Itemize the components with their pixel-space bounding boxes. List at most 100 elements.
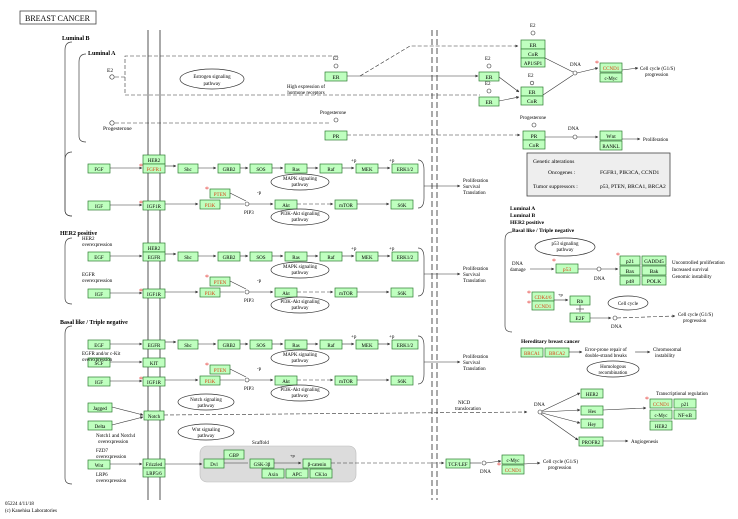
gene-er[interactable]: ER — [478, 96, 500, 107]
notch-pathway-node[interactable] — [177, 393, 235, 411]
gene-p48[interactable]: p48 — [619, 275, 641, 286]
estrogen-pathway-node[interactable] — [179, 68, 245, 90]
gene-er-cor-complex[interactable]: ER CoR — [520, 86, 544, 106]
homologous-pathway-node[interactable] — [586, 360, 640, 378]
gene-gbp[interactable]: GBP — [223, 449, 245, 460]
gene-mapk-2[interactable]: SOS — [249, 251, 273, 262]
gene-igf1r[interactable]: IGF1R — [142, 288, 166, 299]
gene-bak[interactable]: Bak — [641, 265, 667, 276]
gene-s6k[interactable]: S6K — [390, 199, 414, 210]
gene-mapk-6[interactable]: ERK1/2 — [391, 163, 419, 174]
gene-e2f[interactable]: E2F — [569, 312, 591, 323]
pi3k-pathway-node[interactable] — [270, 208, 330, 226]
gene-mapk-6[interactable]: ERK1/2 — [391, 251, 419, 262]
gene-mapk-3[interactable]: Ras — [284, 251, 308, 262]
gene-cmyc[interactable]: c-Myc — [599, 72, 623, 83]
gene-ccnd1[interactable]: CCND1 — [599, 62, 623, 73]
gene-mapk-5[interactable]: MEK — [355, 163, 379, 174]
wnt-pathway-node[interactable] — [177, 423, 235, 441]
gene-bcatenin[interactable]: β-catenin — [302, 458, 332, 469]
gene-p21[interactable]: p21 — [673, 398, 697, 409]
gene-gsk3b[interactable]: GSK-3β — [249, 458, 275, 469]
gene-her2[interactable]: HER2 — [580, 388, 604, 399]
gene-rankl[interactable]: RANKL — [599, 140, 623, 151]
gene-akt[interactable]: Akt — [274, 199, 298, 210]
gene-bax[interactable]: Bax — [619, 265, 641, 276]
pi3k-pathway-node[interactable] — [270, 296, 330, 314]
gene-hey[interactable]: Hey — [580, 418, 604, 429]
gene-receptor[interactable]: EGFR — [142, 251, 166, 262]
gene-pi3k[interactable]: PI3K — [199, 287, 221, 298]
gene-cmyc[interactable]: c-Myc — [501, 454, 525, 465]
gene-mapk-2[interactable]: SOS — [249, 339, 273, 350]
gene-pi3k[interactable]: PI3K — [199, 199, 221, 210]
gene-akt[interactable]: Akt — [274, 287, 298, 298]
gene-ccnd1[interactable]: CCND1 — [501, 464, 525, 475]
gene-rb[interactable]: Rb — [569, 295, 591, 306]
gene-nfkb[interactable]: NF-κB — [673, 409, 697, 420]
mapk-pathway-node[interactable] — [270, 173, 330, 191]
gene-p53[interactable]: p53 — [555, 263, 579, 274]
gene-s6k[interactable]: S6K — [390, 375, 414, 386]
gene-notch[interactable]: Notch — [143, 410, 165, 421]
gene-dvl[interactable]: Dvl — [203, 458, 225, 469]
gene-pten[interactable]: PTEN — [209, 276, 231, 287]
gene-tcf-lef[interactable]: TCF/LEF — [445, 458, 471, 469]
gene-er-complex[interactable]: ER CoR AP1/SP1 — [520, 39, 546, 68]
gene-pten[interactable]: PTEN — [209, 364, 231, 375]
gene-ccnd1[interactable]: CCND1 — [531, 300, 555, 311]
gene-mapk-5[interactable]: MEK — [355, 251, 379, 262]
gene-ligand[interactable]: IGF — [87, 288, 111, 299]
gene-mapk-6[interactable]: ERK1/2 — [391, 339, 419, 350]
gene-ligand[interactable]: EGF — [87, 251, 111, 262]
gene-p21[interactable]: p21 — [619, 255, 641, 266]
gene-mapk-3[interactable]: Ras — [284, 339, 308, 350]
gene-her2[interactable]: HER2 — [142, 154, 166, 165]
gene-wnt[interactable]: Wnt — [599, 130, 623, 141]
gene-mapk-3[interactable]: Ras — [284, 163, 308, 174]
gene-cdk46[interactable]: CDK4/6 — [531, 291, 555, 302]
gene-mapk-4[interactable]: Raf — [319, 339, 343, 350]
gene-delta[interactable]: Delta — [87, 420, 113, 431]
pi3k-pathway-node[interactable] — [270, 384, 330, 402]
gene-pr[interactable]: PR — [324, 130, 348, 141]
gene-her2[interactable]: HER2 — [649, 420, 673, 431]
gene-pr-cor-complex[interactable]: PR CoR — [522, 130, 546, 150]
gene-mtor[interactable]: mTOR — [334, 199, 358, 210]
gene-akt[interactable]: Akt — [274, 375, 298, 386]
gene-mapk-4[interactable]: Raf — [319, 251, 343, 262]
gene-mapk-1[interactable]: GRB2 — [217, 339, 241, 350]
cell-cycle-pathway-node[interactable] — [607, 295, 649, 311]
gene-mapk-0[interactable]: Shc — [177, 339, 199, 350]
gene-er[interactable]: ER — [324, 71, 348, 82]
gene-mapk-5[interactable]: MEK — [355, 339, 379, 350]
p53-pathway-node[interactable] — [534, 237, 596, 257]
mapk-pathway-node[interactable] — [270, 261, 330, 279]
gene-s6k[interactable]: S6K — [390, 287, 414, 298]
gene-er[interactable]: ER — [478, 71, 500, 82]
gene-cmyc[interactable]: c-Myc — [649, 409, 673, 420]
mapk-pathway-node[interactable] — [270, 349, 330, 367]
gene-brca1[interactable]: BRCA1 — [520, 347, 544, 358]
gene-jagged[interactable]: Jagged — [87, 402, 113, 413]
gene-mtor[interactable]: mTOR — [334, 375, 358, 386]
gene-mapk-4[interactable]: Raf — [319, 163, 343, 174]
gene-ligand[interactable]: IGF — [87, 200, 111, 211]
gene-kit[interactable]: KIT — [142, 357, 166, 368]
gene-ligand[interactable]: FGF — [87, 163, 111, 174]
gene-mtor[interactable]: mTOR — [334, 287, 358, 298]
gene-frizzled-lrp-complex[interactable]: Frizzled LRP5/6 — [142, 458, 166, 478]
gene-ligand[interactable]: SCF — [87, 357, 111, 368]
gene-pten[interactable]: PTEN — [209, 188, 231, 199]
gene-brca2[interactable]: BRCA2 — [544, 347, 570, 358]
gene-receptor[interactable]: FGFR1 — [142, 163, 166, 174]
gene-pi3k[interactable]: PI3K — [199, 375, 221, 386]
gene-igf1r[interactable]: IGF1R — [142, 376, 166, 387]
gene-mapk-1[interactable]: GRB2 — [217, 251, 241, 262]
gene-igf1r[interactable]: IGF1R — [142, 200, 166, 211]
gene-axin[interactable]: Axin — [261, 468, 285, 479]
gene-mapk-2[interactable]: SOS — [249, 163, 273, 174]
gene-mapk-1[interactable]: GRB2 — [217, 163, 241, 174]
gene-gadd45[interactable]: GADD45 — [641, 255, 667, 266]
gene-ligand[interactable]: IGF — [87, 376, 111, 387]
